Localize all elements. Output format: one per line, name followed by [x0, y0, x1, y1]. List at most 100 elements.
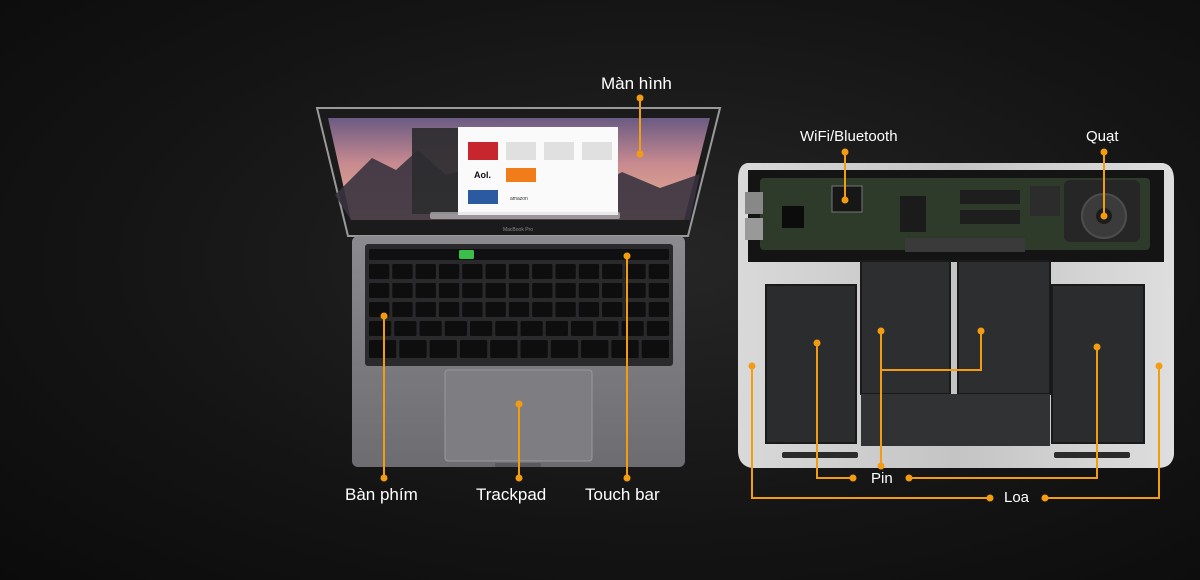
keyboard-key: [485, 302, 506, 317]
keyboard-key: [415, 264, 436, 279]
keyboard-key: [571, 321, 594, 336]
dot: [636, 94, 644, 102]
keyboard-key: [555, 283, 576, 298]
leader-lines: [383, 98, 1160, 499]
battery-label-plate: [861, 394, 1050, 446]
dot: [515, 474, 523, 482]
keyboard-key: [369, 264, 390, 279]
leader-speaker-left: [751, 366, 990, 499]
keyboard-key: [648, 302, 669, 317]
keyboard-key: [532, 302, 553, 317]
dot: [849, 474, 857, 482]
memory-chip: [960, 210, 1020, 224]
favorite-tile: [544, 142, 574, 160]
favorite-tile: [468, 190, 498, 204]
touch-bar-button: [459, 250, 474, 259]
keyboard-key: [495, 321, 518, 336]
leader-battery-4: [909, 347, 1098, 479]
storage-slot: [905, 238, 1025, 252]
keyboard-key: [459, 340, 488, 358]
keyboard-key: [415, 302, 436, 317]
keyboard-key: [438, 264, 460, 279]
keyboard-key: [555, 302, 576, 317]
keyboard-key: [392, 302, 413, 317]
battery-cell: [860, 260, 951, 395]
favorite-tile: [506, 142, 536, 160]
dot: [813, 339, 821, 347]
keyboard-key: [392, 283, 413, 298]
leader-battery-1: [816, 343, 853, 479]
dot: [986, 494, 994, 502]
keyboard-key: [419, 321, 442, 336]
keyboard-key: [438, 302, 460, 317]
keyboard-key: [625, 264, 646, 279]
keyboard-key: [462, 283, 483, 298]
keyboard-key: [508, 283, 530, 298]
label-touchbar: Touch bar: [585, 485, 660, 504]
chip: [900, 196, 926, 232]
keyboard-key: [369, 340, 397, 358]
memory-chip: [960, 190, 1020, 204]
keyboard-key: [485, 264, 506, 279]
keyboard-key: [438, 283, 460, 298]
laptop-internals: [738, 163, 1174, 468]
keyboard-key: [602, 264, 623, 279]
chip: [782, 206, 804, 228]
keyboard-key: [485, 283, 506, 298]
keyboard-key: [555, 264, 576, 279]
dot: [748, 362, 756, 370]
finder-window: [412, 128, 460, 214]
keyboard-key: [392, 264, 413, 279]
dot: [977, 327, 985, 335]
label-fan: Quạt: [1086, 128, 1119, 145]
keyboard-key: [415, 283, 436, 298]
dot: [623, 252, 631, 260]
keyboard-key: [490, 340, 518, 358]
dot: [841, 196, 849, 204]
dot: [636, 150, 644, 158]
dot: [380, 312, 388, 320]
keyboard-key: [520, 321, 543, 336]
label-wifi-bluetooth: WiFi/Bluetooth: [800, 128, 898, 145]
bezel-branding: MacBook Pro: [503, 227, 533, 233]
port-connector: [745, 192, 763, 214]
dot: [623, 474, 631, 482]
keyboard-key: [532, 264, 553, 279]
speaker-grill: [1054, 452, 1130, 458]
dot: [905, 474, 913, 482]
label-screen: Màn hình: [601, 74, 672, 93]
amazon-tile: amazon: [510, 196, 528, 202]
keyboard-key: [578, 283, 600, 298]
keyboard-key: [462, 264, 483, 279]
label-speaker: Loa: [1004, 489, 1030, 506]
port-connector: [745, 218, 763, 240]
chip: [1030, 186, 1060, 216]
battery-cell: [957, 260, 1051, 395]
keyboard-keys: [369, 249, 669, 358]
keyboard-key: [508, 302, 530, 317]
keyboard-key: [648, 283, 669, 298]
dot: [877, 462, 885, 470]
dot: [1093, 343, 1101, 351]
keyboard-key: [369, 321, 392, 336]
keyboard-key: [641, 340, 669, 358]
keyboard-key: [625, 283, 646, 298]
keyboard-key: [429, 340, 457, 358]
dot: [841, 148, 849, 156]
touch-bar: [369, 249, 669, 260]
dot: [380, 474, 388, 482]
leader-battery-3: [881, 331, 982, 371]
dot: [1041, 494, 1049, 502]
keyboard-key: [508, 264, 530, 279]
favorite-tile: [506, 168, 536, 182]
keyboard-key: [596, 321, 619, 336]
keyboard-key: [470, 321, 493, 336]
aol-tile: Aol.: [474, 170, 491, 180]
keyboard-key: [578, 302, 600, 317]
keyboard-key: [545, 321, 568, 336]
keyboard-key: [625, 302, 646, 317]
keyboard-key: [532, 283, 553, 298]
dot: [1155, 362, 1163, 370]
keyboard-key: [648, 264, 669, 279]
